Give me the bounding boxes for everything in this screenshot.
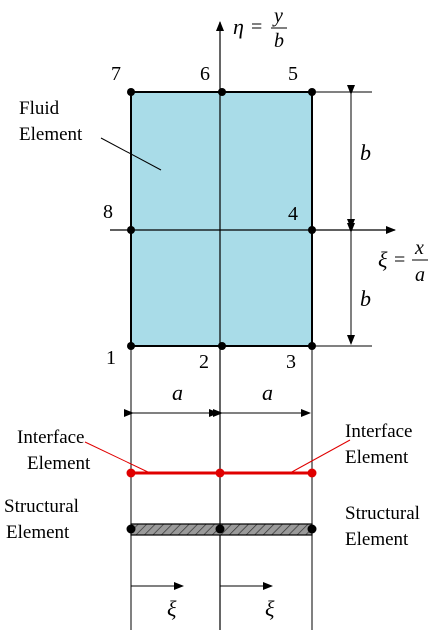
fluid-element-leader [100,137,162,171]
node-label-2: 2 [199,351,209,373]
interface-label-left-1: Interface [17,427,85,448]
eta-axis-denominator: b [274,30,284,52]
structural-label-right-2: Element [345,529,409,550]
structural-label-left-1: Structural [4,496,79,517]
fluid-element-label-2: Element [19,124,83,145]
structural-label-left-2: Element [6,522,70,543]
xi-axis-equals: = [394,249,405,271]
xi-axis-numerator: x [414,237,424,259]
node-4 [308,226,316,234]
xi-axis-denominator: a [415,264,425,286]
node-1 [127,342,135,350]
interface-node-mid [215,468,225,478]
node-label-1: 1 [106,347,116,369]
node-label-5: 5 [288,63,298,85]
node-label-8: 8 [103,201,113,223]
fluid-element-rect [130,91,313,347]
node-label-4: 4 [288,203,298,225]
structural-node-right [307,524,317,534]
interface-label-right-1: Interface [345,421,413,442]
local-xi-label-right: ξ [265,596,275,621]
interface-label-right-2: Element [345,447,409,468]
node-6 [218,88,226,96]
dim-a-left-label: a [172,380,183,405]
node-label-6: 6 [200,63,210,85]
node-7 [127,88,135,96]
interface-leader-left [84,441,151,474]
eta-axis-symbol: η [233,14,244,39]
eta-axis-numerator: y [272,5,283,27]
fluid-element-label-1: Fluid [19,98,60,119]
dim-a-right-label: a [262,380,273,405]
dim-b-lower-label: b [360,286,371,311]
local-xi-label-left: ξ [167,596,177,621]
node-2 [218,342,226,350]
structural-node-left [126,524,136,534]
structural-label-right-1: Structural [345,503,420,524]
structural-node-mid [215,524,225,534]
eta-axis-equals: = [251,16,262,38]
dim-b-upper-label: b [360,140,371,165]
interface-node-left [126,468,136,478]
interface-node-right [307,468,317,478]
xi-axis-symbol: ξ [378,247,388,272]
node-8 [127,226,135,234]
node-5 [308,88,316,96]
node-label-3: 3 [286,351,296,373]
interface-label-left-2: Element [27,453,91,474]
interface-leader-right [289,439,351,474]
node-label-7: 7 [111,63,121,85]
fluid-nodes [127,88,316,350]
node-3 [308,342,316,350]
